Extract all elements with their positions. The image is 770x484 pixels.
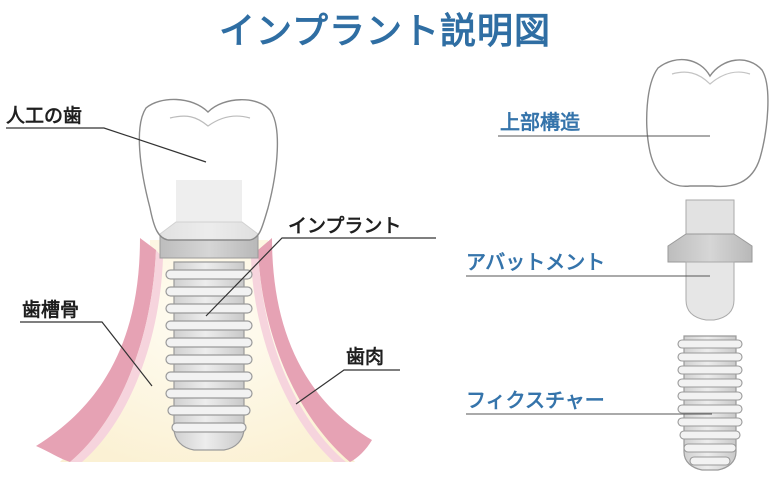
label-gum: 歯肉 [346, 346, 385, 368]
crown-left [138, 98, 279, 241]
fixture-right [677, 335, 743, 471]
leader-gum [295, 369, 400, 405]
gum-left-shape [36, 238, 163, 462]
leader-implant [205, 237, 436, 317]
leader-artificial-tooth [6, 127, 207, 163]
gum-right-shape [251, 238, 372, 462]
label-implant: インプラント [288, 215, 402, 237]
crown-right [646, 58, 769, 188]
page-title: インプラント説明図 [219, 11, 551, 52]
label-abutment: アバットメント [466, 250, 606, 274]
label-alveolar-bone: 歯槽骨 [22, 299, 80, 321]
leader-lines-right [466, 135, 712, 415]
leader-alveolar-bone [20, 321, 153, 387]
label-superstructure: 上部構造 [500, 110, 580, 134]
label-fixture: フィクスチャー [466, 388, 605, 412]
leader-lines-left [6, 127, 436, 405]
abutment-right [667, 199, 753, 321]
label-artificial-tooth: 人工の歯 [6, 105, 83, 127]
implant-fixture-left [165, 261, 253, 451]
